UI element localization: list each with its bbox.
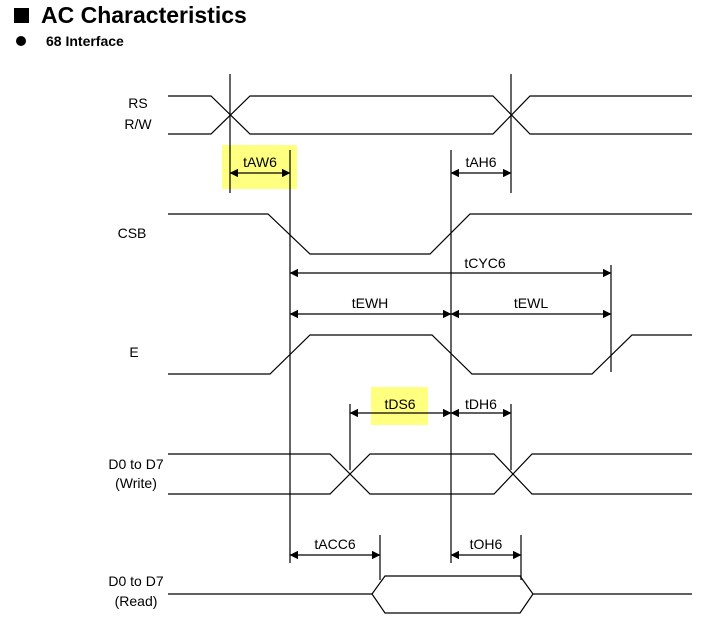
timing-label-tah6: tAH6 <box>465 154 496 170</box>
timing-label-tds6: tDS6 <box>384 396 415 412</box>
csb-waveform <box>168 213 692 255</box>
timing-label-tdh6: tDH6 <box>465 396 497 412</box>
round-bullet-icon <box>16 36 26 46</box>
signal-label-write-line2: (Write) <box>115 475 157 491</box>
tds6-highlight <box>371 387 428 425</box>
read-data-valid-window <box>371 575 534 614</box>
timing-label-tewh: tEWH <box>352 295 389 311</box>
e-waveform <box>168 334 692 375</box>
timing-label-tewl: tEWL <box>514 295 548 311</box>
signal-label-e: E <box>129 344 138 360</box>
taw6-highlight <box>222 145 297 189</box>
timing-label-tcyc6: tCYC6 <box>464 255 505 271</box>
rs-rw-waveform-upper <box>168 95 692 135</box>
write-data-waveform-lower <box>168 453 692 495</box>
rs-rw-waveform-lower <box>168 95 692 135</box>
signal-label-read-line2: (Read) <box>115 593 158 609</box>
signal-label-rs: RS <box>128 95 147 111</box>
signal-label-rw: R/W <box>124 116 152 132</box>
signal-label-write-line1: D0 to D7 <box>108 456 163 472</box>
page-subtitle: 68 Interface <box>46 33 124 49</box>
page-title: AC Characteristics <box>41 2 247 28</box>
subsection-heading: 68 Interface <box>14 33 124 49</box>
timing-label-tacc6: tACC6 <box>314 536 355 552</box>
signal-label-read-line1: D0 to D7 <box>108 573 163 589</box>
square-bullet-icon <box>14 8 29 23</box>
timing-label-toh6: tOH6 <box>470 536 503 552</box>
timing-label-taw6: tAW6 <box>243 154 277 170</box>
section-heading: AC Characteristics <box>14 2 247 29</box>
signal-label-csb: CSB <box>118 225 147 241</box>
write-data-waveform-upper <box>168 453 692 495</box>
